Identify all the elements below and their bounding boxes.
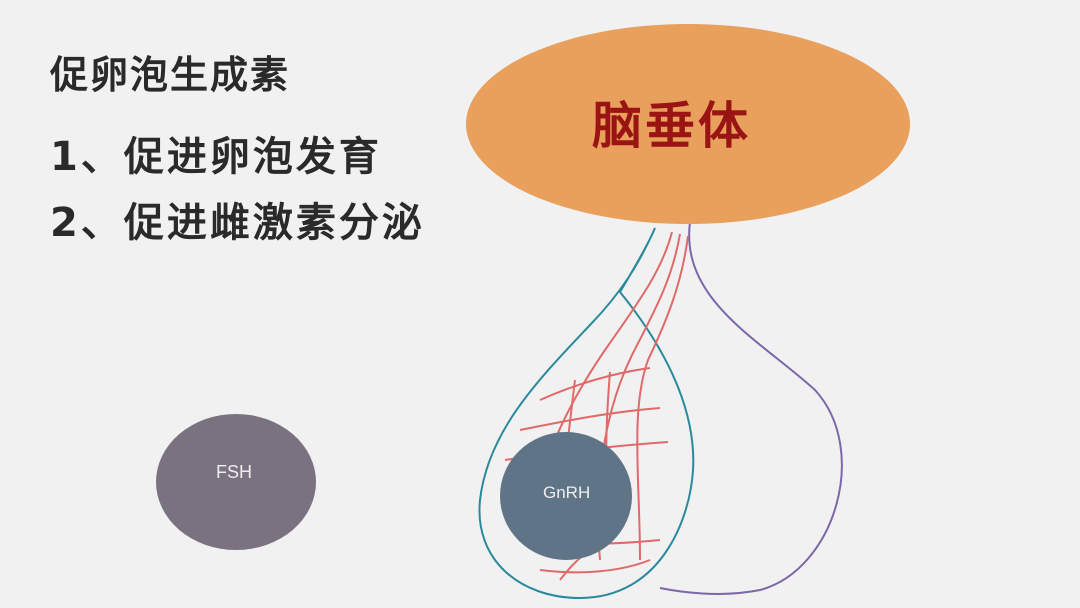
anterior-lobe-outline bbox=[478, 227, 695, 600]
fsh-label: FSH bbox=[216, 462, 252, 482]
point-2: 2、促进雌激素分泌 bbox=[50, 200, 425, 246]
gnrh-label: GnRH bbox=[543, 483, 591, 502]
point-1: 1、促进卵泡发育 bbox=[50, 134, 382, 180]
gnrh-circle bbox=[500, 432, 632, 560]
posterior-lobe-outline bbox=[659, 221, 843, 595]
pituitary-label: 脑垂体 bbox=[592, 97, 751, 155]
pituitary-ellipse bbox=[466, 24, 910, 224]
slide-heading: 促卵泡生成素 bbox=[50, 53, 291, 97]
fsh-circle bbox=[156, 414, 316, 550]
